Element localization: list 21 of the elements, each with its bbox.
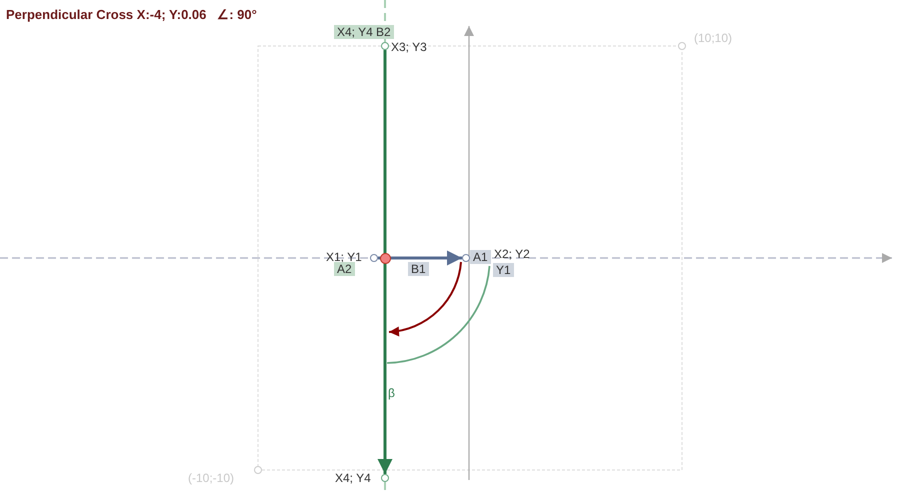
segment-tag: X4; Y4 <box>334 25 376 39</box>
point-marker <box>678 42 686 50</box>
point-marker <box>381 474 389 482</box>
point-marker <box>462 254 470 262</box>
angle-label: β <box>387 386 396 400</box>
arrow <box>378 250 462 266</box>
point-marker <box>370 254 378 262</box>
point-marker <box>381 42 389 50</box>
point-marker <box>254 466 262 474</box>
segment-tag: B1 <box>408 262 429 276</box>
title: Perpendicular Cross X:-4; Y:0.06 ∠: 90° <box>6 7 257 22</box>
coordinate-label: X1; Y1 <box>326 251 362 264</box>
coordinate-label: X3; Y3 <box>391 41 427 54</box>
coordinate-label: X2; Y2 <box>494 248 530 261</box>
segment-tag: Y1 <box>493 263 514 277</box>
segment-tag: A1 <box>470 250 491 264</box>
arrow <box>378 50 392 474</box>
intersection-point <box>380 252 390 264</box>
segment-tag: A2 <box>334 262 355 276</box>
segment-tag: B2 <box>373 25 394 39</box>
coordinate-label: X4; Y4 <box>335 472 371 485</box>
